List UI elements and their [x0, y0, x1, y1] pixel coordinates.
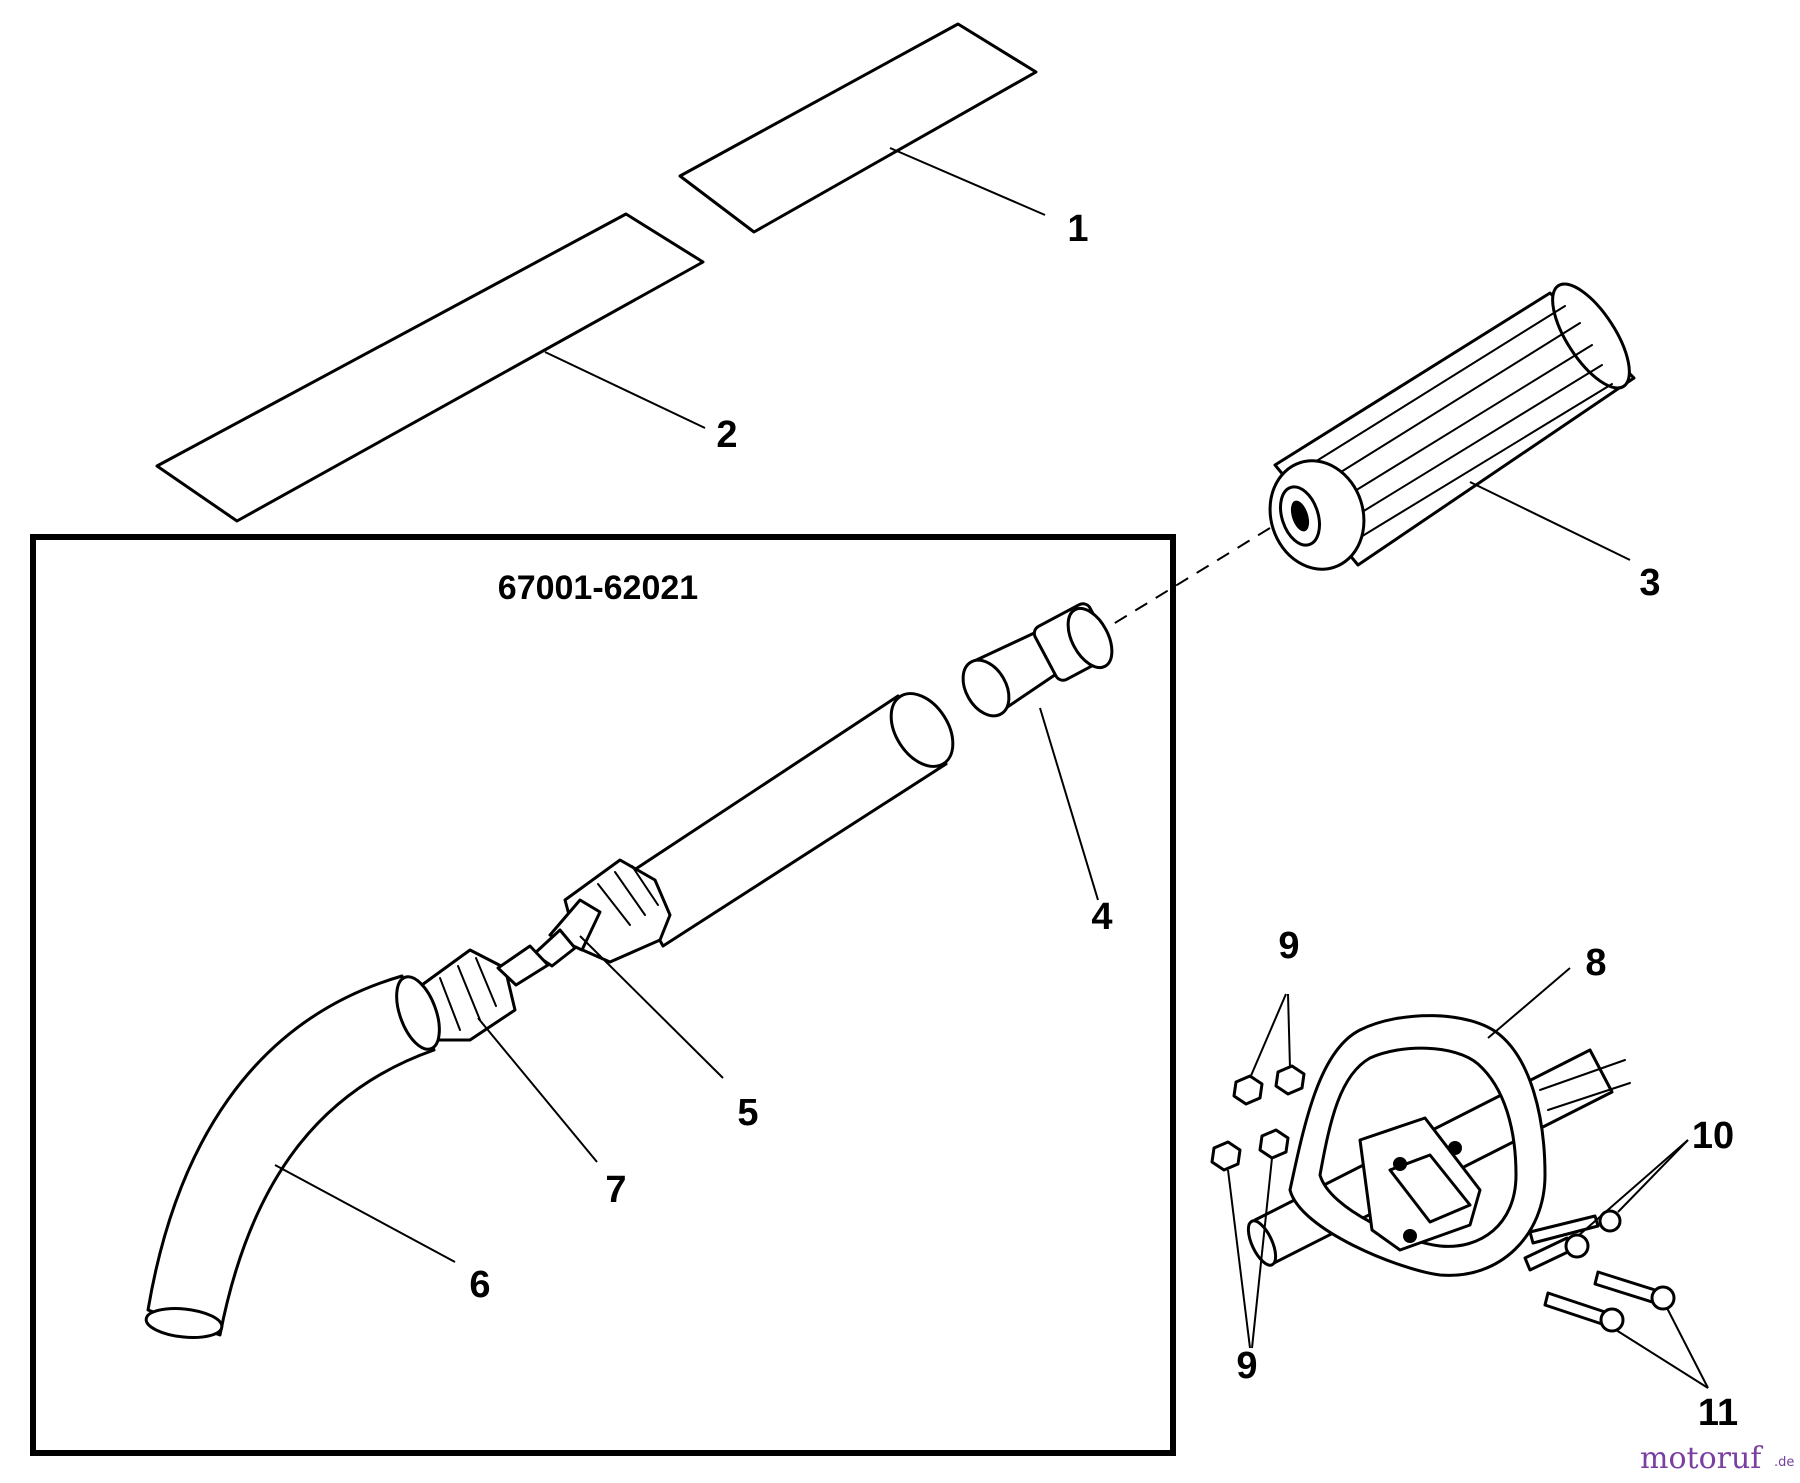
leader-line-9-top-b: [1287, 993, 1291, 1069]
callout-3: 3: [1639, 562, 1660, 604]
leader-line-8: [1487, 967, 1571, 1039]
watermark-suffix: .de: [1774, 1455, 1794, 1470]
callout-9-top: 9: [1278, 925, 1299, 967]
leader-line-9-bottom-b: [1251, 1157, 1273, 1349]
callout-5: 5: [737, 1092, 758, 1134]
bolts-part-11: [1543, 1270, 1676, 1333]
callout-1: 1: [1067, 208, 1088, 250]
callout-11: 11: [1698, 1392, 1738, 1434]
leader-line-11-a: [1666, 1307, 1709, 1389]
leader-line-10-b: [1577, 1139, 1689, 1237]
leader-line-3: [1469, 481, 1631, 561]
loop-handle-part-8: [1246, 1014, 1631, 1277]
leader-line-5: [579, 935, 724, 1079]
watermark-logo: motoruf: [1640, 1441, 1763, 1476]
leader-line-2: [544, 351, 706, 429]
callout-2: 2: [716, 414, 737, 456]
leader-line-7: [477, 1017, 598, 1163]
leader-line-10-a: [1617, 1139, 1689, 1213]
callout-7: 7: [605, 1169, 626, 1211]
callout-6: 6: [469, 1264, 490, 1306]
leader-line-9-top-a: [1249, 993, 1287, 1079]
grip-part-3: [1268, 282, 1636, 571]
decal-part-1: [678, 22, 1038, 234]
alignment-dashed-line: [1109, 527, 1271, 627]
leader-line-4: [1039, 707, 1099, 901]
decal-part-2: [155, 212, 705, 523]
nuts-part-9: [1210, 1064, 1306, 1172]
leader-line-9-bottom-a: [1227, 1169, 1251, 1349]
callout-9-bottom: 9: [1236, 1345, 1257, 1387]
callout-4: 4: [1091, 896, 1112, 938]
kit-part-number: 67001-62021: [498, 569, 698, 607]
curved-handle-part-6: [144, 974, 441, 1339]
callout-10: 10: [1692, 1115, 1734, 1157]
leader-line-11-b: [1615, 1329, 1709, 1389]
end-plug-part-4: [961, 602, 1114, 718]
leader-line-6: [274, 1164, 456, 1263]
coupling-part-7: [413, 944, 550, 1042]
handle-tube-part-5: [532, 692, 955, 968]
kit-boundary-box: [30, 534, 1176, 1456]
leader-line-1: [889, 147, 1046, 216]
callout-8: 8: [1585, 942, 1606, 984]
bolts-part-10: [1523, 1209, 1622, 1272]
